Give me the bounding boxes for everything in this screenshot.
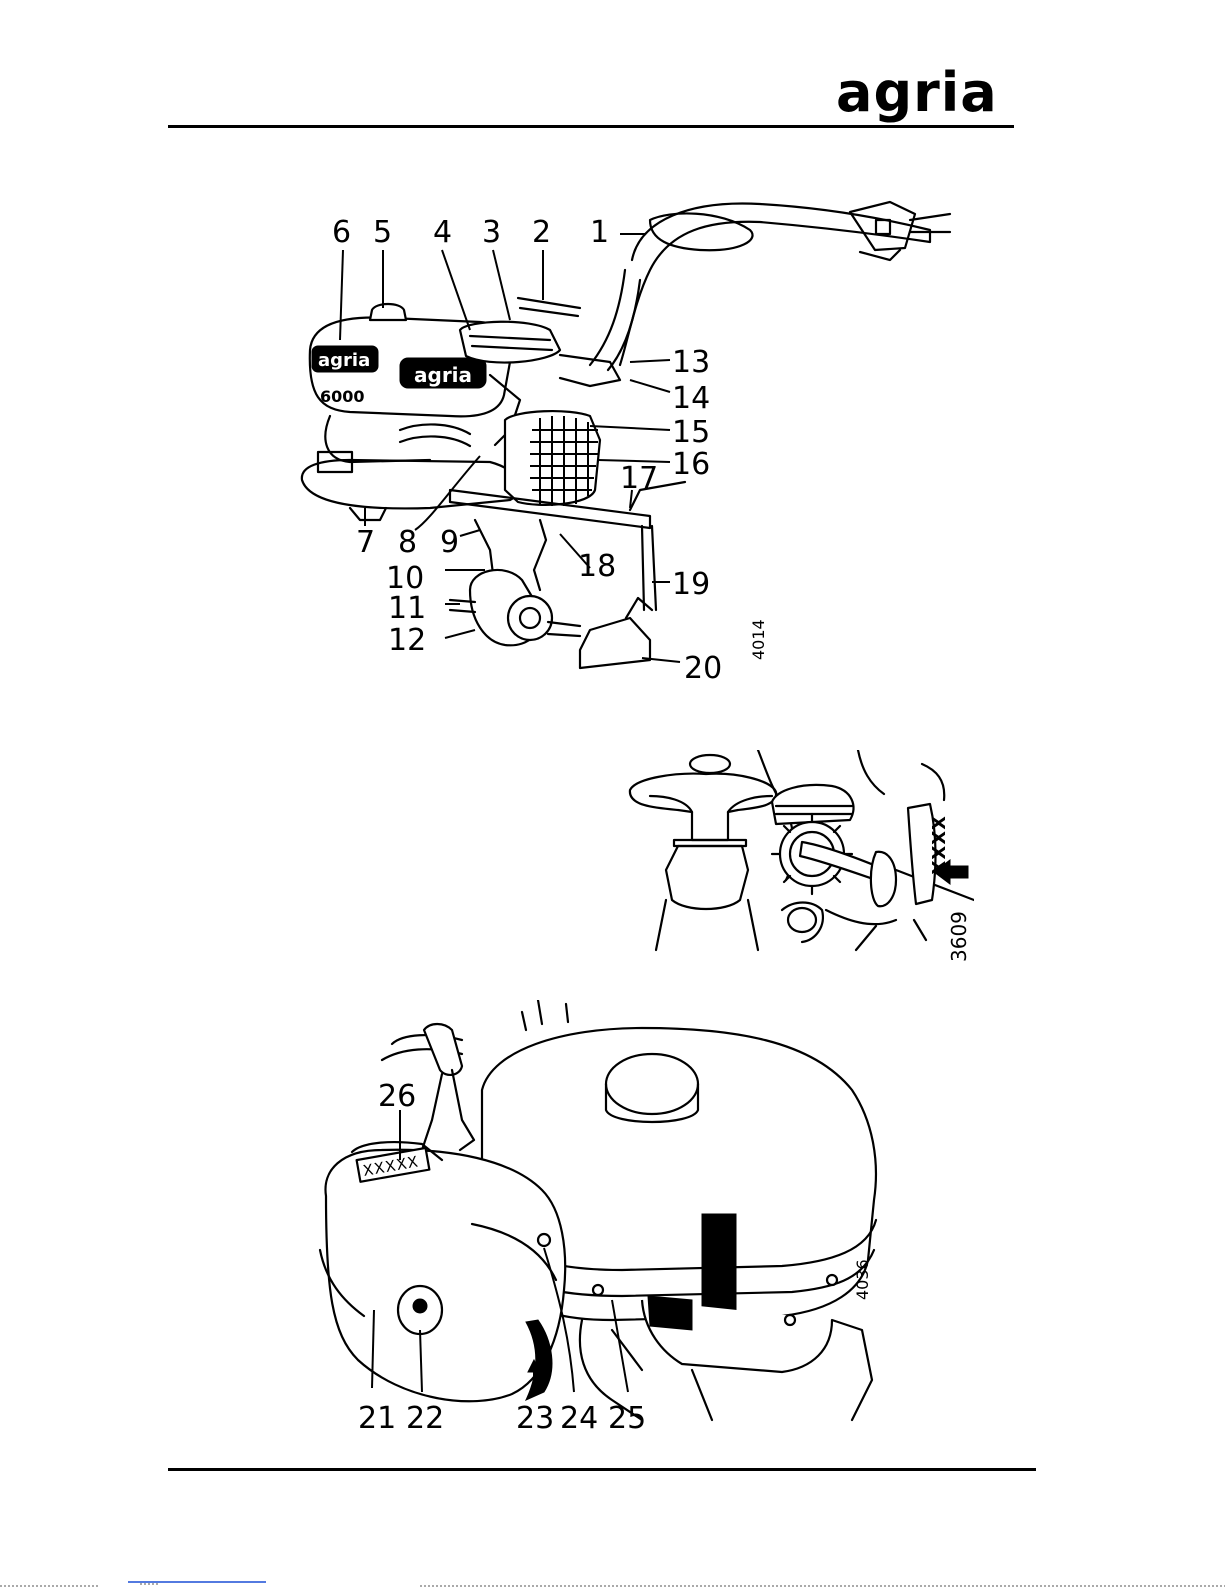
callout-4: 4 (433, 215, 452, 250)
exhaust-bracket (560, 355, 620, 386)
gear-lever (518, 298, 580, 316)
callout-13: 13 (672, 345, 710, 380)
tank-band (702, 1214, 736, 1318)
fuel-cap (370, 304, 406, 320)
tank-cap (606, 1054, 698, 1114)
tank-decal-brand: agria (318, 350, 370, 371)
callout-21: 21 (358, 1401, 396, 1436)
thumb-knob (788, 908, 816, 932)
callout-23: 23 (516, 1401, 554, 1436)
footer-strip (0, 1576, 1225, 1585)
callout-22: 22 (406, 1401, 444, 1436)
figure-code-4036: 4036 (853, 1259, 872, 1300)
t-handle (630, 774, 776, 840)
cable-grommet (871, 852, 896, 906)
callout-6: 6 (332, 215, 351, 250)
callout-8: 8 (398, 525, 417, 560)
callout-2: 2 (532, 215, 551, 250)
figure-engine-detail: XXXXX 26 21 22 23 24 25 4036 (312, 1000, 892, 1440)
callout-18: 18 (578, 549, 616, 584)
callout-15: 15 (672, 415, 710, 450)
engine-detail-drawing: XXXXX 26 21 22 23 24 25 4036 (312, 1000, 892, 1440)
brand-logo: agria (836, 66, 998, 120)
tank-decal-model: 6000 (320, 387, 365, 406)
figure-code-3609: 3609 (947, 911, 971, 962)
throttle-grip (850, 202, 915, 250)
callout-16: 16 (672, 447, 710, 482)
callout-20: 20 (684, 651, 722, 686)
header-rule (168, 125, 1014, 128)
hose (400, 424, 470, 446)
switch-icon (876, 220, 890, 234)
callout-14: 14 (672, 381, 710, 416)
tank-decal-side-brand: agria (414, 363, 472, 387)
callout-1: 1 (590, 215, 609, 250)
callout-5: 5 (373, 215, 392, 250)
callout-26: 26 (378, 1079, 416, 1114)
callout-9: 9 (440, 525, 459, 560)
figure-serial-number: XXXX 3609 (626, 750, 974, 964)
callout-11: 11 (388, 591, 426, 626)
skid-plate (580, 618, 650, 668)
serial-number-drawing: XXXX 3609 (626, 750, 974, 964)
callout-12: 12 (388, 623, 426, 658)
callout-17: 17 (620, 461, 658, 496)
starter-cover (325, 1150, 565, 1401)
figure-code-4014: 4014 (749, 619, 768, 660)
machine-overview-drawing: agria agria 6000 (290, 190, 970, 690)
figure-machine-overview: agria agria 6000 (290, 190, 970, 690)
callout-7: 7 (356, 525, 375, 560)
callout-3: 3 (482, 215, 501, 250)
callout-24: 24 (560, 1401, 598, 1436)
handle-knob (690, 755, 730, 773)
grille (530, 416, 598, 506)
engine-base (302, 460, 521, 508)
callout-25: 25 (608, 1401, 646, 1436)
drive-hub (508, 596, 552, 640)
cylinder-head (460, 322, 560, 363)
right-shaft (548, 622, 580, 636)
handlebar (620, 203, 930, 365)
cap-body (666, 846, 748, 909)
callout-19: 19 (672, 567, 710, 602)
footer-rule (168, 1468, 1036, 1471)
